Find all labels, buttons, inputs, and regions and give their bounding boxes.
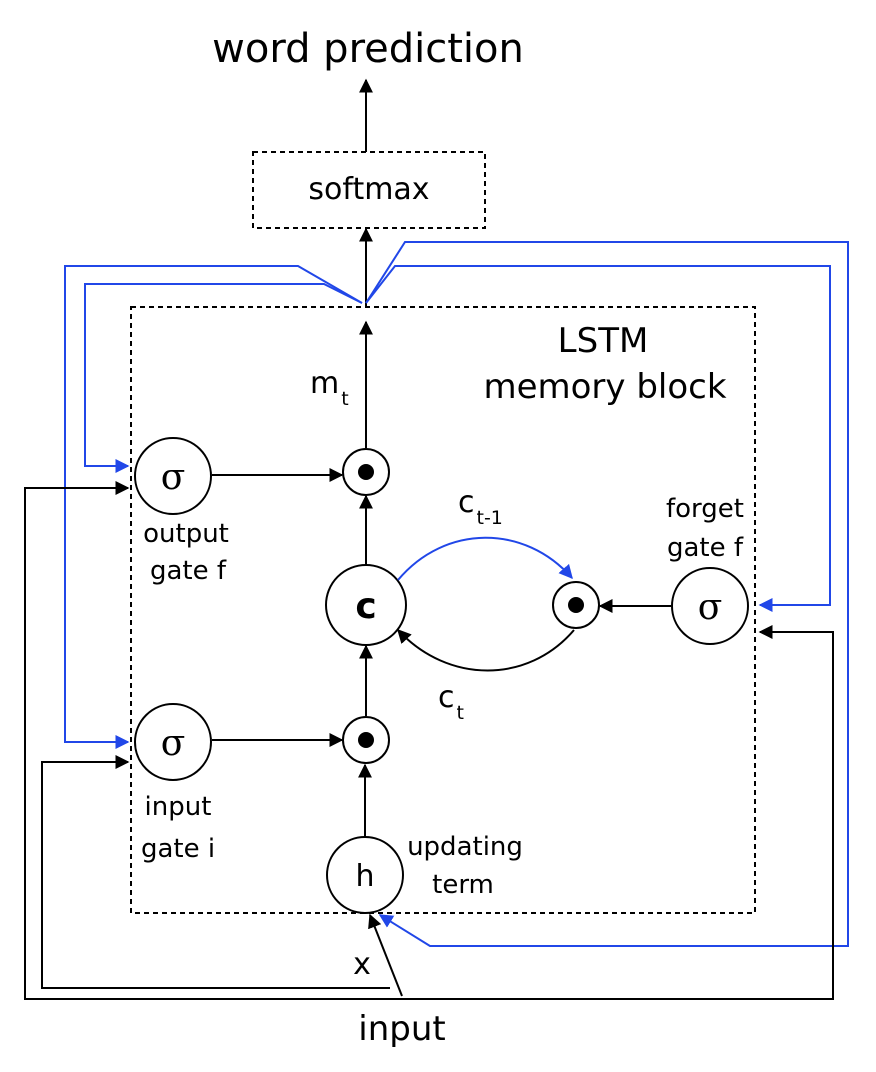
input-gate-node: σ [134, 703, 212, 781]
c-current-arc [397, 628, 575, 672]
x-label: x [353, 947, 371, 982]
output-gate-node: σ [134, 437, 212, 515]
input-gate-symbol: σ [161, 723, 186, 764]
input-label: input [358, 1009, 445, 1049]
diagram-title: word prediction [212, 26, 524, 72]
block-title-line2: memory block [483, 367, 726, 407]
output-multiply-node [342, 448, 390, 496]
output-gate-label-line2: gate f [150, 556, 227, 586]
recurrent-connections [64, 241, 849, 947]
updating-term-symbol: h [355, 859, 374, 894]
block-title-line1: LSTM [558, 321, 649, 361]
output-gate-symbol: σ [161, 457, 186, 498]
softmax-label: softmax [308, 172, 429, 207]
updating-term-label-line1: updating [407, 832, 523, 862]
input-multiply-node [342, 716, 390, 764]
updating-term-label-line2: term [432, 870, 494, 900]
cell-symbol: c [355, 586, 376, 627]
forget-gate-symbol: σ [698, 587, 723, 628]
input-gate-label-line1: input [145, 792, 212, 822]
forget-gate-label-line2: gate f [667, 533, 744, 563]
input-connections [24, 481, 834, 1000]
output-gate-label-line1: output [143, 519, 229, 549]
forget-gate-label-line1: forget [666, 494, 744, 524]
updating-term-node: h [326, 836, 404, 914]
input-gate-label-line2: gate i [141, 834, 215, 864]
forget-gate-node: σ [671, 567, 749, 645]
cell-node: c [325, 564, 407, 646]
forget-multiply-node [552, 581, 600, 629]
softmax-box: softmax [252, 151, 486, 229]
c-prev-arc [397, 536, 573, 581]
lstm-memory-block [130, 306, 756, 914]
